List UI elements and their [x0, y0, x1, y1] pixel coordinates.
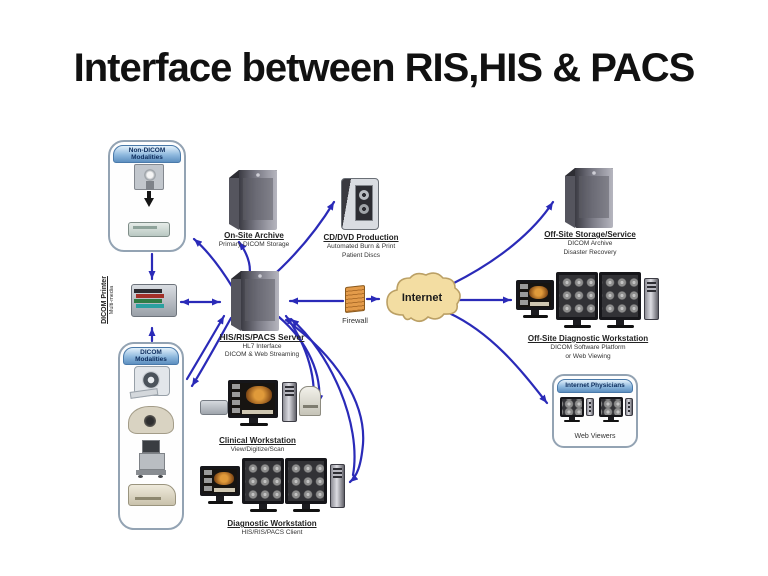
- arrow-server-to-diagnostic: [284, 318, 365, 484]
- diagnostic-workstation: [198, 458, 348, 518]
- clinical-workstation-label: Clinical Workstation View/Digitize/Scan: [219, 436, 296, 454]
- diagnostic-workstation-label: Diagnostic Workstation HIS/RIS/PACS Clie…: [227, 519, 317, 537]
- grayscale-monitor-icon: [599, 272, 641, 320]
- offsite-diagnostic-workstation: [514, 270, 666, 332]
- dicom-modalities-box: DICOM Modalities: [118, 342, 184, 530]
- multimedia-printer-icon: [131, 284, 177, 317]
- server-tower-icon: [229, 170, 277, 230]
- arrow-modalities-to-server: [185, 314, 226, 381]
- server-tower-icon: [565, 168, 613, 228]
- color-monitor-icon: [516, 280, 554, 310]
- grayscale-monitor-icon: [556, 272, 598, 320]
- arrow-internet-to-offsite-storage: [450, 200, 555, 286]
- pc-tower-icon: [586, 398, 594, 416]
- dicom-modalities-header: DICOM Modalities: [123, 347, 179, 366]
- pc-tower-icon: [282, 382, 297, 422]
- clinical-workstation: [200, 380, 322, 438]
- desktop-scanner-icon: [299, 386, 321, 416]
- offsite-diagnostic-workstation-label: Off-Site Diagnostic Workstation DICOM So…: [527, 334, 649, 360]
- non-dicom-modalities-box: Non-DICOM Modalities: [108, 140, 186, 252]
- onsite-archive-label: On-Site Archive Primary DICOM Storage: [218, 231, 290, 249]
- dicom-printer-label: DICOM Printer Multi-media: [101, 276, 116, 324]
- his-ris-pacs-server-label: HIS/RIS/PACS Server HL7 Interface DICOM …: [219, 332, 305, 359]
- ultrasound-cart-icon: [136, 440, 166, 478]
- server-tower-icon: [231, 271, 279, 331]
- color-monitor-icon: [228, 380, 278, 418]
- mini-workstation-icon: [560, 397, 594, 425]
- mri-scanner-icon: [128, 406, 174, 434]
- ct-scanner-icon: [129, 366, 172, 399]
- arrow-server-to-nondicom: [192, 237, 235, 290]
- pc-tower-icon: [644, 278, 659, 320]
- down-arrow-icon: [144, 191, 154, 207]
- internet-physicians-header: Internet Physicians: [557, 379, 633, 393]
- film-digitizer-icon: [200, 400, 228, 415]
- offsite-storage-label: Off-Site Storage/Service DICOM Archive D…: [544, 230, 636, 256]
- non-dicom-modalities-header: Non-DICOM Modalities: [113, 145, 181, 164]
- film-camera-icon: [134, 164, 164, 190]
- arrow-diagnostic-to-server: [289, 317, 356, 477]
- grayscale-monitor-icon: [242, 458, 284, 504]
- arrow-server-to-modalities: [190, 316, 233, 388]
- pc-tower-icon: [330, 464, 345, 508]
- film-printer-icon: [128, 484, 176, 506]
- firewall-icon: [345, 284, 365, 314]
- firewall-label: Firewall: [342, 316, 368, 325]
- internet-cloud-icon: [386, 272, 461, 323]
- internet-label: Internet: [401, 292, 443, 304]
- mini-workstation-icon: [599, 397, 633, 425]
- slide-title: Interface between RIS,HIS & PACS: [73, 46, 696, 90]
- grayscale-monitor-icon: [285, 458, 327, 504]
- pc-tower-icon: [625, 398, 633, 416]
- color-monitor-icon: [200, 466, 240, 496]
- internet-physicians-box: Internet Physicians Web Viewers: [552, 374, 638, 448]
- flatbed-scanner-icon: [128, 222, 170, 237]
- cddvd-production-label: CD/DVD Production Automated Burn & Print…: [323, 233, 399, 259]
- optical-disc-publisher-icon: [341, 178, 379, 230]
- arrow-internet-to-physicians: [447, 311, 549, 405]
- web-viewers-label: Web Viewers: [574, 433, 616, 440]
